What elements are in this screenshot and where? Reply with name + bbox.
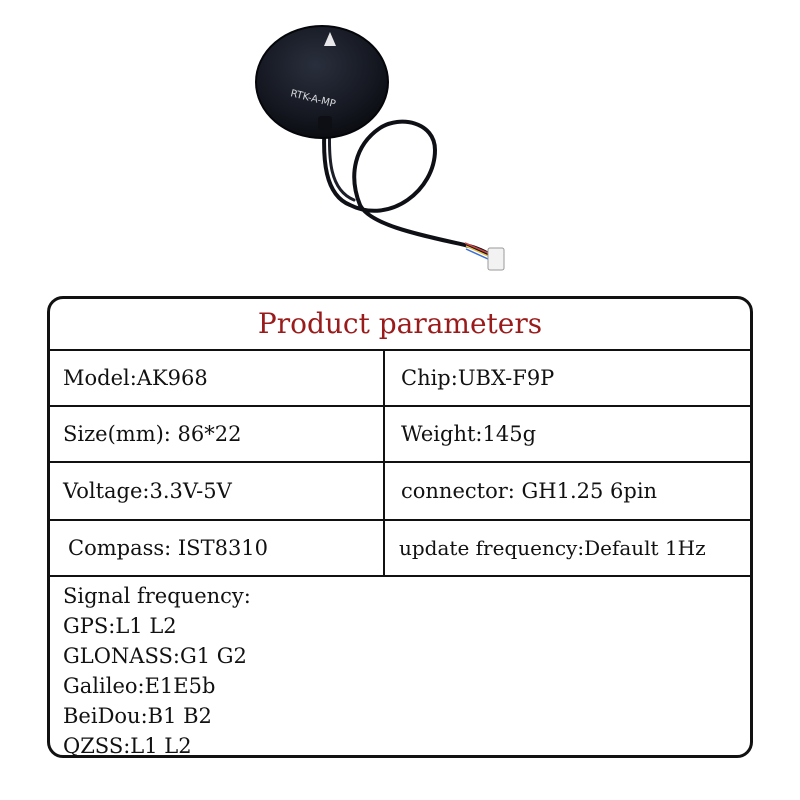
signal-heading: Signal frequency:	[63, 584, 251, 608]
signal-line-gps: GPS:L1 L2	[63, 614, 177, 638]
signal-frequency-section: Signal frequency: GPS:L1 L2 GLONASS:G1 G…	[50, 577, 750, 758]
arrow-icon	[324, 32, 336, 46]
table-title: Product parameters	[50, 299, 750, 351]
gps-module-image: RTK-A-MP	[255, 25, 505, 271]
signal-line-beidou: BeiDou:B1 B2	[63, 704, 212, 728]
param-voltage: Voltage:3.3V-5V	[50, 463, 385, 519]
param-update-frequency: update frequency:Default 1Hz	[399, 536, 706, 560]
param-chip: Chip:UBX-F9P	[401, 366, 555, 390]
param-compass: Compass: IST8310	[50, 521, 385, 575]
signal-line-glonass: GLONASS:G1 G2	[63, 644, 247, 668]
signal-line-qzss: QZSS:L1 L2	[63, 734, 192, 758]
product-parameters-table: Product parameters Model:AK968 Chip:UBX-…	[47, 296, 753, 758]
table-row: Size(mm): 86*22 Weight:145g	[50, 407, 750, 463]
param-size: Size(mm): 86*22	[50, 407, 385, 461]
table-row: Compass: IST8310 update frequency:Defaul…	[50, 521, 750, 577]
table-row: Voltage:3.3V-5V connector: GH1.25 6pin	[50, 463, 750, 521]
table-row: Model:AK968 Chip:UBX-F9P	[50, 351, 750, 407]
connector-plug	[487, 247, 505, 271]
signal-line-galileo: Galileo:E1E5b	[63, 674, 216, 698]
param-weight: Weight:145g	[401, 422, 537, 446]
param-connector: connector: GH1.25 6pin	[401, 479, 658, 503]
param-model: Model:AK968	[50, 351, 385, 405]
